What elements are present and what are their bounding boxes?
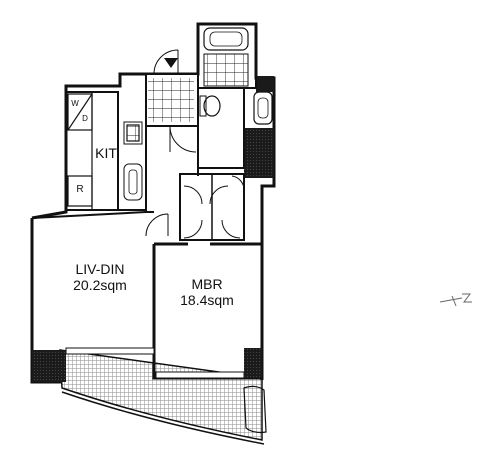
- column-top-right: [256, 76, 274, 92]
- balcony: [59, 349, 263, 441]
- liv-din-area: 20.2sqm: [73, 277, 127, 293]
- liv-din-name: LIV-DIN: [75, 261, 125, 277]
- living-room-walls: [31, 211, 155, 378]
- mbr-area: 18.4sqm: [180, 292, 234, 308]
- balcony-rail: [61, 391, 265, 445]
- column-right-top: [244, 128, 274, 178]
- entrance: [145, 49, 199, 127]
- north-arrow-icon: [439, 293, 472, 307]
- bathroom: [197, 23, 273, 169]
- closets: [179, 173, 245, 241]
- column-right-bottom: [244, 348, 262, 378]
- mbr-name: MBR: [191, 276, 223, 292]
- hallway: [145, 125, 199, 237]
- balcony-ac-unit: [243, 385, 267, 434]
- refrigerator-label: R: [76, 184, 84, 195]
- down-triangle-icon: [164, 58, 178, 68]
- mbr-window: [155, 371, 245, 379]
- washer-dryer-label-top: W: [71, 99, 79, 108]
- column-bottom-left: [32, 350, 66, 382]
- kitchen-label: KIT: [95, 145, 117, 161]
- washer-dryer-label-bottom: D: [82, 114, 88, 123]
- living-room-window: [65, 347, 155, 355]
